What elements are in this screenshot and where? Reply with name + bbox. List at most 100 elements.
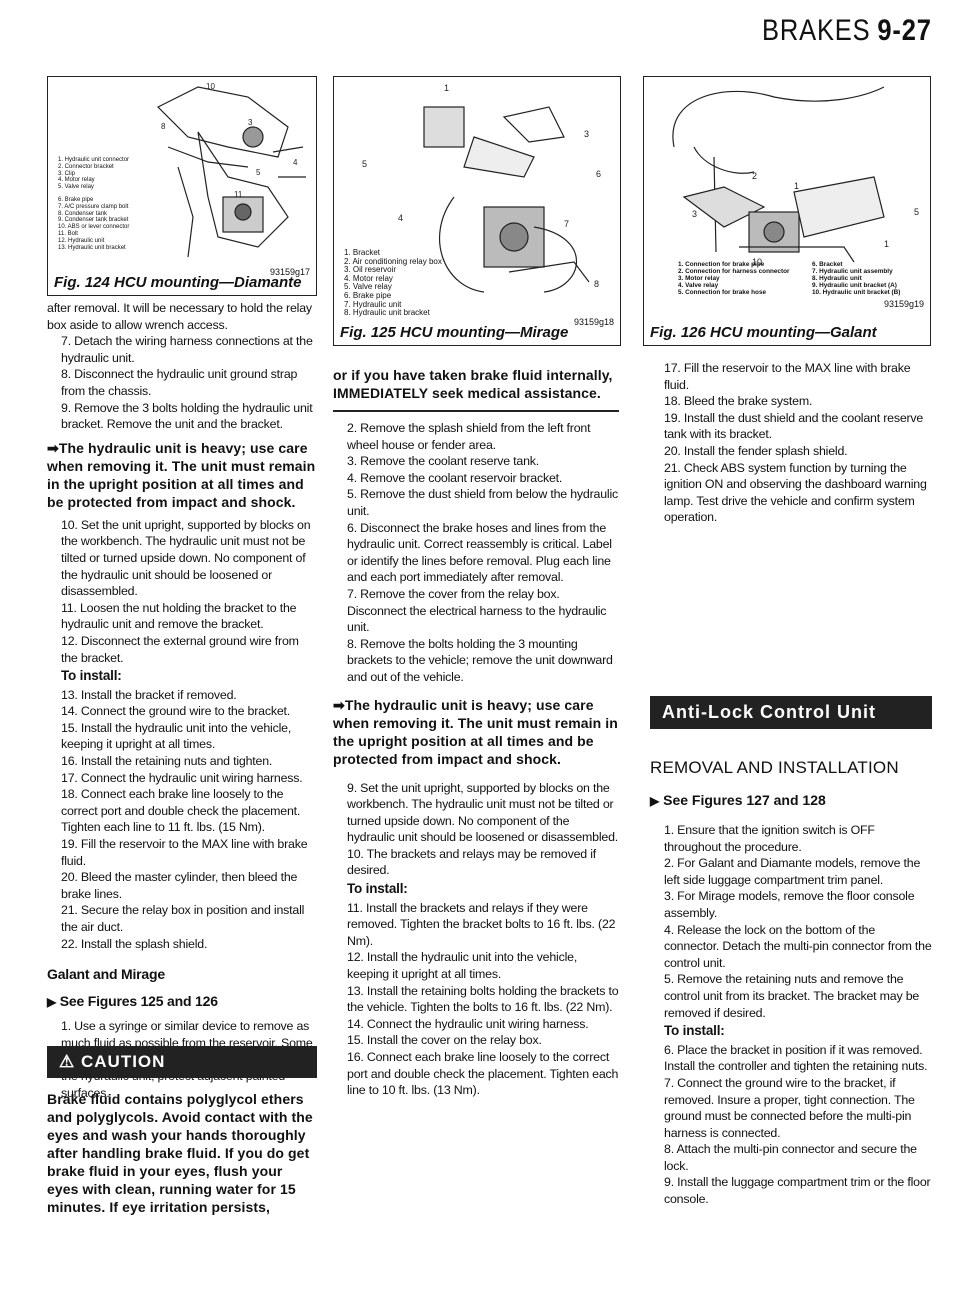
step: 2. Remove the splash shield from the lef… <box>347 421 591 452</box>
legend-item: 4. Motor relay <box>344 273 393 283</box>
step: 17. Fill the reservoir to the MAX line w… <box>664 361 911 392</box>
step: 18. Connect each brake line loosely to t… <box>61 787 301 835</box>
figure-124-caption: Fig. 124 HCU mounting—Diamante <box>54 274 302 291</box>
step: 15. Install the cover on the relay box. <box>347 1033 542 1048</box>
svg-text:4: 4 <box>398 213 403 223</box>
step: 11. Loosen the nut holding the bracket t… <box>61 600 297 632</box>
legend-item: 5. Valve relay <box>58 184 94 191</box>
see-figures-text: See Figures 127 and 128 <box>663 792 826 808</box>
caution-text: Brake fluid contains polyglycol ethers a… <box>47 1091 313 1215</box>
step: 7. Connect the ground wire to the bracke… <box>664 1075 915 1140</box>
column-3-lower: REMOVAL AND INSTALLATION ▶ See Figures 1… <box>650 758 932 1208</box>
step: 6. Disconnect the brake hoses and lines … <box>347 520 612 585</box>
legend-item: 8. Hydraulic unit <box>812 275 862 282</box>
step: 19. Fill the reservoir to the MAX line w… <box>61 837 308 868</box>
svg-text:3: 3 <box>248 118 253 127</box>
step: 20. Install the fender splash shield. <box>664 443 848 458</box>
svg-text:5: 5 <box>362 159 367 169</box>
step: 9. Remove the 3 bolts holding the hydrau… <box>61 400 313 432</box>
svg-text:10: 10 <box>752 257 762 267</box>
step: 8. Attach the multi-pin connector and se… <box>664 1142 917 1173</box>
step: 7. Detach the wiring harness connections… <box>61 334 313 365</box>
step: 10. The brackets and relays may be remov… <box>347 846 597 878</box>
column-2-steps: 2. Remove the splash shield from the lef… <box>333 420 619 1099</box>
figure-126-legend-left: 1. Connection for brake pipe 2. Connecti… <box>678 261 790 296</box>
install-heading: To install: <box>61 668 122 684</box>
figure-126-id: 93159g19 <box>883 299 924 309</box>
legend-item: 1. Connection for brake pipe <box>678 261 765 268</box>
step: 12. Install the hydraulic unit into the … <box>347 950 578 982</box>
svg-text:1: 1 <box>794 181 799 191</box>
step: 2. For Galant and Diamante models, remov… <box>664 856 921 887</box>
step: 14. Connect the ground wire to the brack… <box>61 704 291 719</box>
legend-item: 1. Bracket <box>344 248 381 257</box>
see-figures: ▶ See Figures 127 and 128 <box>650 792 932 808</box>
warning-note: ➡The hydraulic unit is heavy; use care w… <box>333 696 618 767</box>
figure-126-legend-right: 6. Bracket 7. Hydraulic unit assembly 8.… <box>812 261 900 296</box>
warning-note: ➡The hydraulic unit is heavy; use care w… <box>47 439 316 510</box>
legend-item: 6. Bracket <box>812 261 843 268</box>
svg-text:5: 5 <box>914 207 919 217</box>
legend-item: 9. Hydraulic unit bracket (A) <box>812 282 897 289</box>
svg-text:5: 5 <box>256 168 261 177</box>
legend-item: 4. Valve relay <box>678 282 719 289</box>
subsection-heading: Galant and Mirage <box>47 966 165 983</box>
legend-item: 5. Valve relay <box>344 282 392 292</box>
caution-icon: ⚠ <box>59 1052 76 1071</box>
svg-text:1: 1 <box>884 239 889 249</box>
step: 21. Check ABS system function by turning… <box>664 460 927 525</box>
install-heading: To install: <box>664 1023 725 1039</box>
legend-item: 11. Bolt <box>58 230 78 237</box>
step: 9. Install the luggage compartment trim … <box>664 1175 931 1207</box>
legend-item: 8. Condenser tank <box>58 210 108 217</box>
step: 8. Disconnect the hydraulic unit ground … <box>61 367 298 398</box>
legend-item: 6. Brake pipe <box>344 290 392 300</box>
step: 13. Install the retaining bolts holding … <box>347 983 619 1015</box>
arrow-bullet-icon: ▶ <box>650 794 660 808</box>
legend-item: 13. Hydraulic unit bracket <box>58 244 126 251</box>
svg-text:2: 2 <box>752 171 757 181</box>
step: 3. Remove the coolant reserve tank. <box>347 454 540 469</box>
see-figures-text: See Figures 125 and 126 <box>59 992 218 1009</box>
step: 12. Disconnect the external ground wire … <box>61 633 299 665</box>
legend-item: 2. Air conditioning relay box <box>344 256 442 266</box>
legend-item: 10. Hydraulic unit bracket (B) <box>812 289 901 296</box>
removal-heading: REMOVAL AND INSTALLATION <box>650 758 899 777</box>
step: 7. Remove the cover from the relay box. … <box>347 586 607 635</box>
column-1: after removal. It will be necessary to h… <box>47 300 317 1101</box>
legend-item: 1. Hydraulic unit connector <box>58 157 130 163</box>
svg-text:10: 10 <box>206 82 215 91</box>
legend-item: 4. Motor relay <box>58 177 95 184</box>
section-banner: Anti-Lock Control Unit <box>650 696 932 729</box>
step: 17. Connect the hydraulic unit wiring ha… <box>61 770 303 785</box>
step: 18. Bleed the brake system. <box>664 394 813 409</box>
step: 3. For Mirage models, remove the floor c… <box>664 889 915 920</box>
step: 13. Install the bracket if removed. <box>61 687 237 702</box>
step: 19. Install the dust shield and the cool… <box>664 410 924 442</box>
caution-continued: or if you have taken brake fluid interna… <box>333 367 613 401</box>
page-number: 9-27 <box>877 14 932 47</box>
legend-item: 7. Hydraulic unit assembly <box>812 268 893 275</box>
step: 6. Place the bracket in position if it w… <box>664 1042 928 1074</box>
legend-item: 2. Connector bracket <box>58 163 114 170</box>
divider <box>333 410 619 412</box>
step: 1. Ensure that the ignition switch is OF… <box>664 823 875 854</box>
legend-item: 6. Brake pipe <box>58 196 94 203</box>
figure-125-id: 93159g18 <box>573 317 614 327</box>
step: 5. Remove the retaining nuts and remove … <box>664 972 920 1020</box>
legend-item: 7. A/C pressure clamp bolt <box>58 203 129 210</box>
legend-item: 3. Oil reservoir <box>344 265 397 275</box>
column-2: or if you have taken brake fluid interna… <box>333 366 619 402</box>
step: 15. Install the hydraulic unit into the … <box>61 720 292 752</box>
paragraph: after removal. It will be necessary to h… <box>47 301 312 332</box>
svg-text:11: 11 <box>234 190 243 199</box>
figure-126-caption: Fig. 126 HCU mounting—Galant <box>650 324 877 341</box>
step: 20. Bleed the master cylinder, then blee… <box>61 870 298 901</box>
legend-item: 3. Clip <box>58 170 76 177</box>
legend-item: 2. Connection for harness connector <box>678 268 790 275</box>
banner-label: Anti-Lock Control Unit <box>662 702 876 722</box>
legend-item: 10. ABS or lever connector <box>58 224 130 231</box>
section-title: BRAKES <box>762 14 871 47</box>
